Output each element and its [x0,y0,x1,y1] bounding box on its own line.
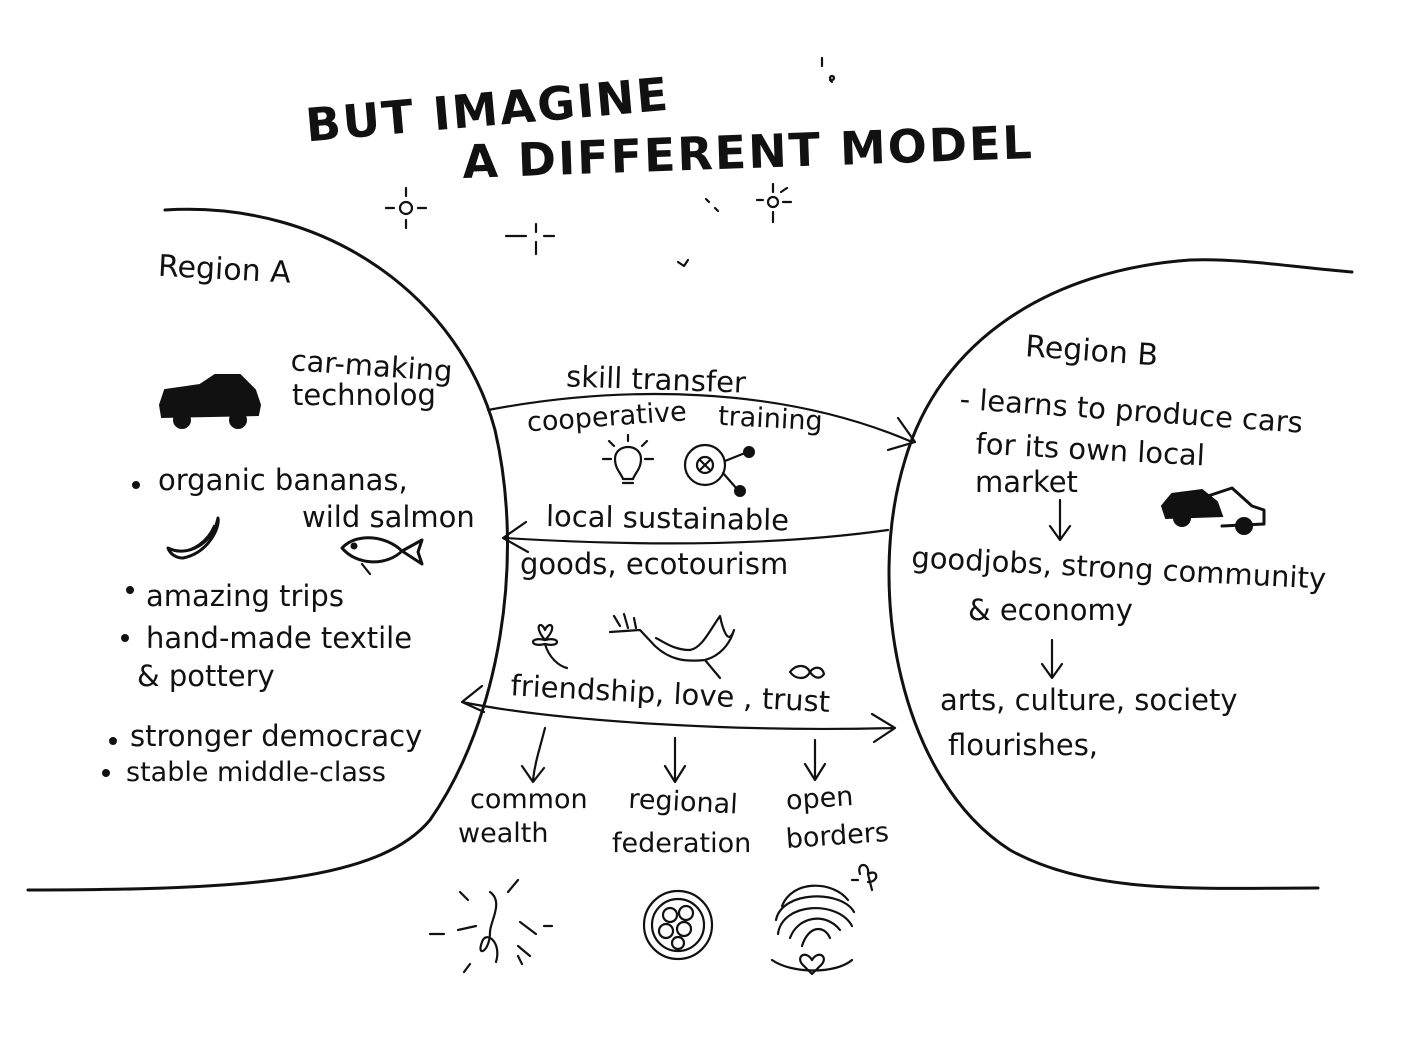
bullet-textile-line-1: hand-made textile [146,621,412,655]
bullet-trips: amazing trips [146,579,344,613]
network-icon [683,443,755,497]
result-borders-line-1: open [785,781,854,817]
flower-icon [531,623,569,670]
arrow-down-icon [520,726,547,784]
dove-icon [608,612,736,680]
flow-return-line-2: goods, ecotourism [520,547,788,581]
bullet-icon [102,769,110,777]
region-a-boundary [26,207,509,892]
outcome-jobs-line-1: goodjobs, strong community [911,540,1327,596]
result-federation-line-1: regional [628,784,739,821]
flow-bond: friendship, love , trust [510,668,831,719]
outcome-jobs-line-2: & economy [968,593,1133,627]
car-tech-line-2: technolog [292,378,436,412]
bullet-icon [132,481,140,489]
car-icon [158,374,262,429]
bullet-organic: organic bananas, [158,463,408,497]
learns-line-3: market [975,465,1078,499]
result-borders-line-2: borders [785,817,890,855]
flow-skill-transfer: skill transfer [566,359,747,399]
sparkle-icon [504,222,556,256]
outcome-arts-line-1: arts, culture, society [940,683,1238,717]
sparkle-icons [384,56,836,268]
bullet-icon [109,737,117,745]
arrow-return [501,520,890,554]
arrow-down-icon [663,736,687,784]
sparkle-icon [704,197,720,213]
arrow-down-icon [1040,638,1064,680]
arrow-skill-transfer [486,392,917,452]
lightbulb-icon [601,433,655,485]
sparkle-icon [384,186,428,230]
result-common-line-2: wealth [458,818,548,849]
title: BUT IMAGINE A DIFFERENT MODEL [303,67,1034,189]
banana-icon [166,516,220,560]
flow-return-line-1: local sustainable [546,499,790,537]
region-b-boundary [887,258,1354,890]
swirl-heart-icon [770,863,878,976]
sparkle-icon [820,56,836,84]
sparkle-icon [755,182,793,224]
outcome-arts-line-2: flourishes, [948,728,1098,762]
result-common-line-1: common [470,784,588,815]
bullet-democracy: stronger democracy [130,719,422,753]
wild-salmon-label: wild salmon [302,500,475,534]
flow-cooperative: cooperative [526,396,688,438]
region-b-label: Region B [1024,329,1159,373]
arrow-bond [460,684,897,744]
fish-icon [340,536,424,576]
result-federation-line-2: federation [612,828,751,859]
woven-circle-icon [642,889,714,961]
bullet-icon [121,634,129,642]
knot-icon [428,878,554,974]
sparkle-icon [676,258,690,268]
car-icon [1160,486,1266,535]
bullet-textile-line-2: & pottery [137,659,275,693]
bullet-middle-class: stable middle-class [126,757,386,788]
arrow-down-icon [1048,498,1072,542]
arrow-down-icon [803,738,827,782]
region-a-label: Region A [157,249,292,291]
bullet-icon [126,586,134,594]
rose-icon [788,664,826,680]
flow-training: training [717,401,823,437]
